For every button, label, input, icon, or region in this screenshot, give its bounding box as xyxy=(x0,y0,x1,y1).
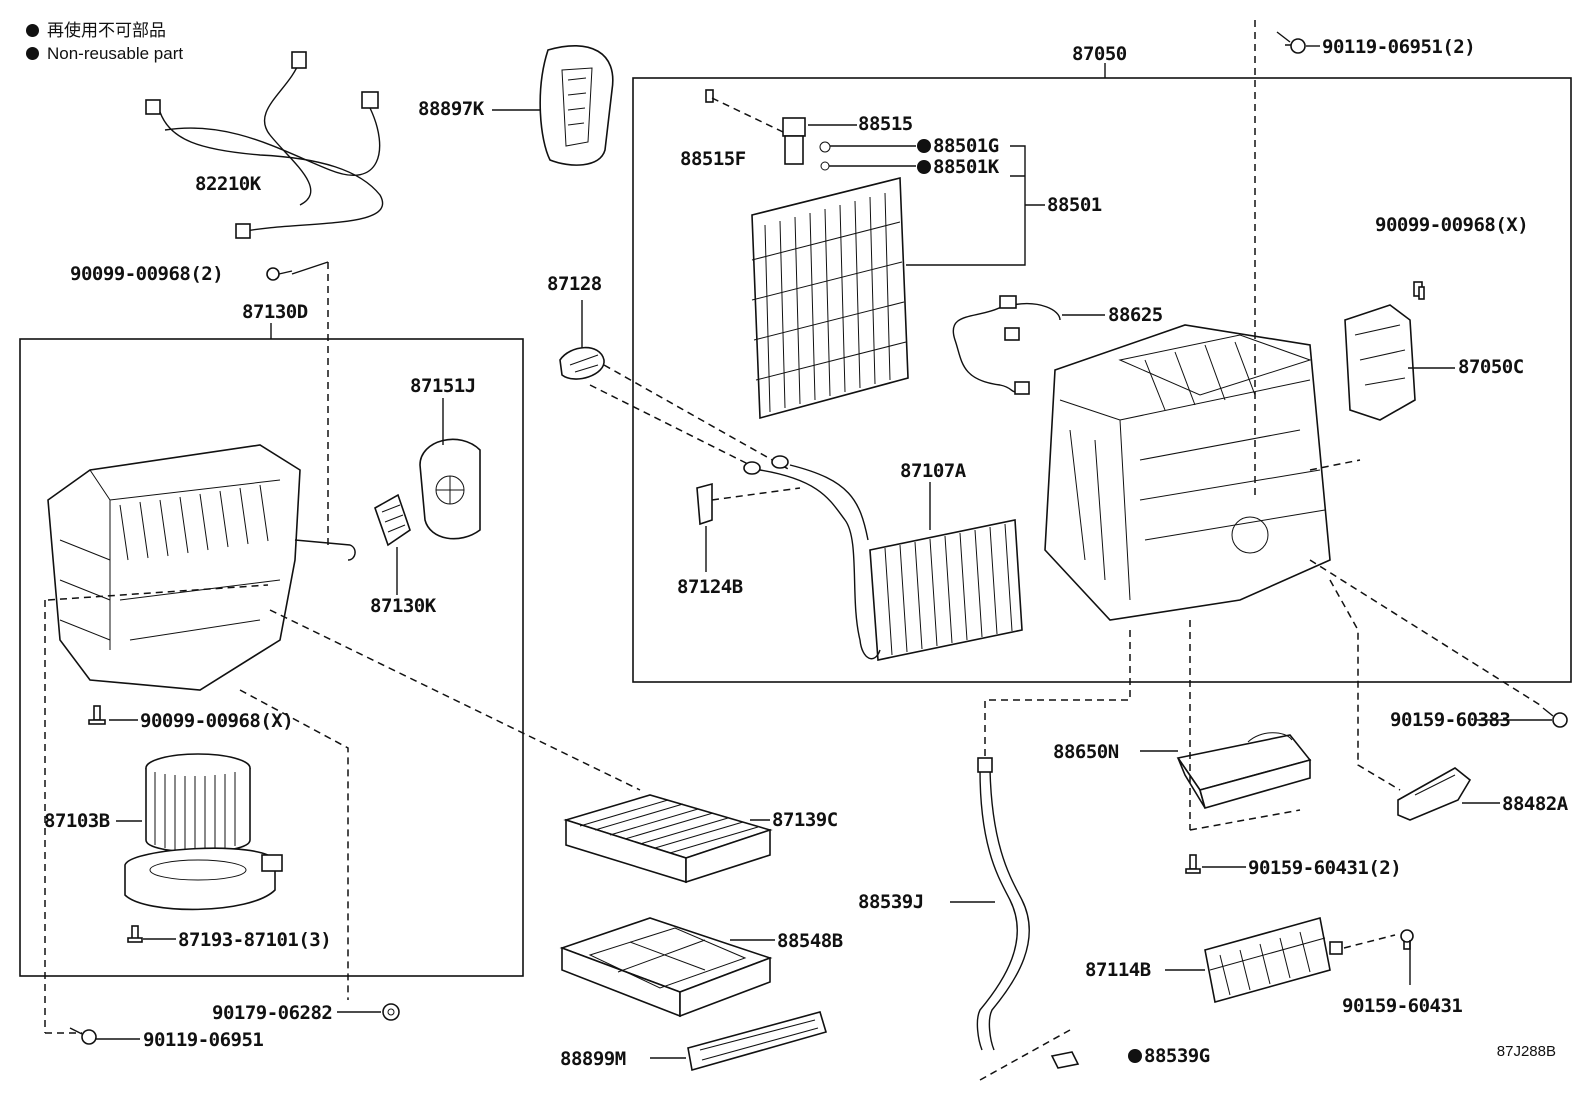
label-88897K[interactable]: 88897K xyxy=(418,98,484,120)
label-88539J[interactable]: 88539J xyxy=(858,891,924,913)
clip-87124B-drawing xyxy=(696,482,713,526)
label-88515F[interactable]: 88515F xyxy=(680,148,746,170)
label-87114B[interactable]: 87114B xyxy=(1085,959,1151,981)
label-87193-87101-3[interactable]: 87193-87101(3) xyxy=(178,929,332,951)
actuator-87050C-drawing xyxy=(1344,281,1423,421)
heater-core-87107A-drawing xyxy=(743,455,1023,661)
label-87139C[interactable]: 87139C xyxy=(772,809,838,831)
label-87050C[interactable]: 87050C xyxy=(1458,356,1524,378)
label-87130K[interactable]: 87130K xyxy=(370,595,436,617)
sensor-88625-drawing xyxy=(952,295,1061,395)
label-87103B[interactable]: 87103B xyxy=(44,810,110,832)
legend-ja-text: 再使用不可部品 xyxy=(47,21,166,40)
filter-87139C-drawing xyxy=(563,794,773,884)
resistor-87130K-drawing xyxy=(374,493,411,547)
label-90099-00968-2[interactable]: 90099-00968(2) xyxy=(70,263,224,285)
label-88539G[interactable]: 88539G xyxy=(1128,1047,1210,1066)
ptc-heater-87114B-drawing xyxy=(1204,916,1343,1004)
blower-motor-87103B-drawing xyxy=(124,753,283,911)
label-88501G[interactable]: 88501G xyxy=(917,137,999,156)
assembly-87050-frame xyxy=(632,77,1572,683)
label-90179-06282[interactable]: 90179-06282 xyxy=(212,1002,333,1024)
legend-en-text: Non-reusable part xyxy=(47,44,184,63)
heater-case-87050-drawing xyxy=(1044,324,1331,621)
cover-88899M-drawing xyxy=(687,1011,827,1072)
label-90159-60431-2[interactable]: 90159-60431(2) xyxy=(1248,857,1402,879)
fasteners-drawing xyxy=(69,31,1568,1069)
legend-japanese: 再使用不可部品 xyxy=(26,22,166,39)
drain-hose-88539J-drawing xyxy=(976,757,1030,1051)
label-87107A[interactable]: 87107A xyxy=(900,460,966,482)
label-88899M[interactable]: 88899M xyxy=(560,1048,626,1070)
label-88501K[interactable]: 88501K xyxy=(917,158,999,177)
non-reusable-dot-icon xyxy=(917,160,931,174)
label-90119-06951[interactable]: 90119-06951 xyxy=(143,1029,264,1051)
label-87130D[interactable]: 87130D xyxy=(242,301,308,323)
filled-dot-icon xyxy=(26,47,39,60)
label-88548B[interactable]: 88548B xyxy=(777,930,843,952)
tray-88548B-drawing xyxy=(559,917,773,1018)
label-87050[interactable]: 87050 xyxy=(1072,43,1127,65)
legend-english: Non-reusable part xyxy=(26,45,183,62)
label-90099-00968-x-right[interactable]: 90099-00968(X) xyxy=(1375,214,1529,236)
bracket-87128-drawing xyxy=(559,346,605,380)
wire-harness-drawing xyxy=(145,51,384,239)
label-90119-06951-2[interactable]: 90119-06951(2) xyxy=(1322,36,1476,58)
non-reusable-dot-icon xyxy=(917,139,931,153)
label-87128[interactable]: 87128 xyxy=(547,273,602,295)
valve-88515-drawing xyxy=(705,89,831,171)
label-90099-00968-x-left[interactable]: 90099-00968(X) xyxy=(140,710,294,732)
diagram-reference-code: 87J288B xyxy=(1496,1043,1556,1060)
label-88650N[interactable]: 88650N xyxy=(1053,741,1119,763)
label-87124B[interactable]: 87124B xyxy=(677,576,743,598)
blower-case-87130D-drawing xyxy=(47,444,356,691)
label-88501[interactable]: 88501 xyxy=(1047,194,1102,216)
label-90159-60383[interactable]: 90159-60383 xyxy=(1390,709,1511,731)
label-88515[interactable]: 88515 xyxy=(858,113,913,135)
label-88625[interactable]: 88625 xyxy=(1108,304,1163,326)
cover-88897K-drawing xyxy=(539,45,614,166)
label-82210K[interactable]: 82210K xyxy=(195,173,261,195)
label-90159-60431[interactable]: 90159-60431 xyxy=(1342,995,1463,1017)
bracket-88482A-drawing xyxy=(1397,767,1472,821)
filled-dot-icon xyxy=(26,24,39,37)
seal-87151J-drawing xyxy=(419,438,481,540)
module-88650N-drawing xyxy=(1176,732,1312,809)
evaporator-drawing xyxy=(751,176,909,420)
label-88482A[interactable]: 88482A xyxy=(1502,793,1568,815)
non-reusable-dot-icon xyxy=(1128,1049,1142,1063)
label-87151J[interactable]: 87151J xyxy=(410,375,476,397)
